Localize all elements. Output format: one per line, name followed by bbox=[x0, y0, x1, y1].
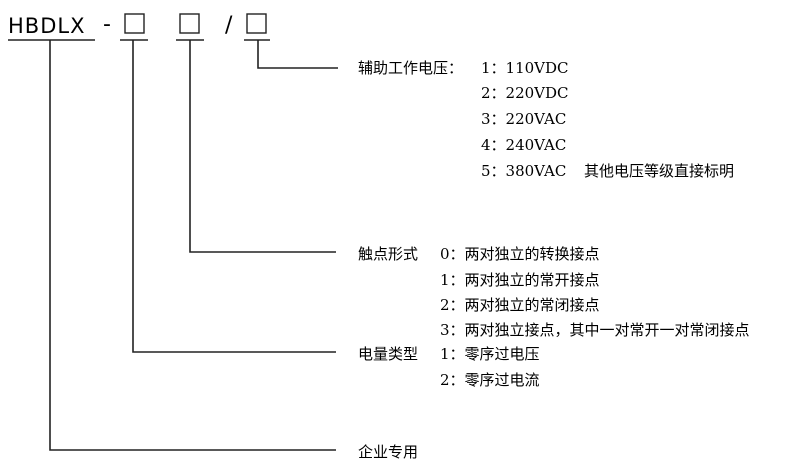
quantity-title: 电量类型 bbox=[358, 345, 418, 363]
contact-title: 触点形式 bbox=[358, 245, 418, 263]
voltage-option-3: 3：220VAC bbox=[481, 110, 566, 128]
enterprise-title: 企业专用 bbox=[358, 443, 418, 461]
voltage-option-5: 5：380VAC bbox=[481, 162, 566, 180]
voltage-option-2: 2：220VDC bbox=[481, 84, 569, 102]
quantity-leader-line bbox=[132, 40, 336, 353]
dash-separator: - bbox=[103, 12, 111, 37]
voltage-title: 辅助工作电压： bbox=[358, 59, 463, 77]
voltage-leader-line bbox=[257, 40, 338, 69]
voltage-box bbox=[246, 13, 267, 34]
contact-option-2: 2：两对独立的常闭接点 bbox=[440, 296, 600, 314]
enterprise-leader-line bbox=[49, 40, 336, 451]
voltage-option-4: 4：240VAC bbox=[481, 136, 566, 154]
quantity-type-box bbox=[124, 13, 145, 34]
contact-option-1: 1：两对独立的常开接点 bbox=[440, 271, 600, 289]
quantity-option-1: 1：零序过电压 bbox=[440, 345, 540, 363]
slash-separator: / bbox=[225, 13, 233, 38]
voltage-note: 其他电压等级直接标明 bbox=[584, 162, 734, 180]
model-prefix: HBDLX bbox=[8, 14, 85, 38]
voltage-option-1: 1：110VDC bbox=[481, 59, 569, 77]
contact-option-3: 3：两对独立接点，其中一对常开一对常闭接点 bbox=[440, 321, 750, 339]
contact-form-box bbox=[179, 13, 200, 34]
quantity-option-2: 2：零序过电流 bbox=[440, 371, 540, 389]
contact-option-0: 0：两对独立的转换接点 bbox=[440, 245, 600, 263]
contact-leader-line bbox=[189, 40, 336, 253]
